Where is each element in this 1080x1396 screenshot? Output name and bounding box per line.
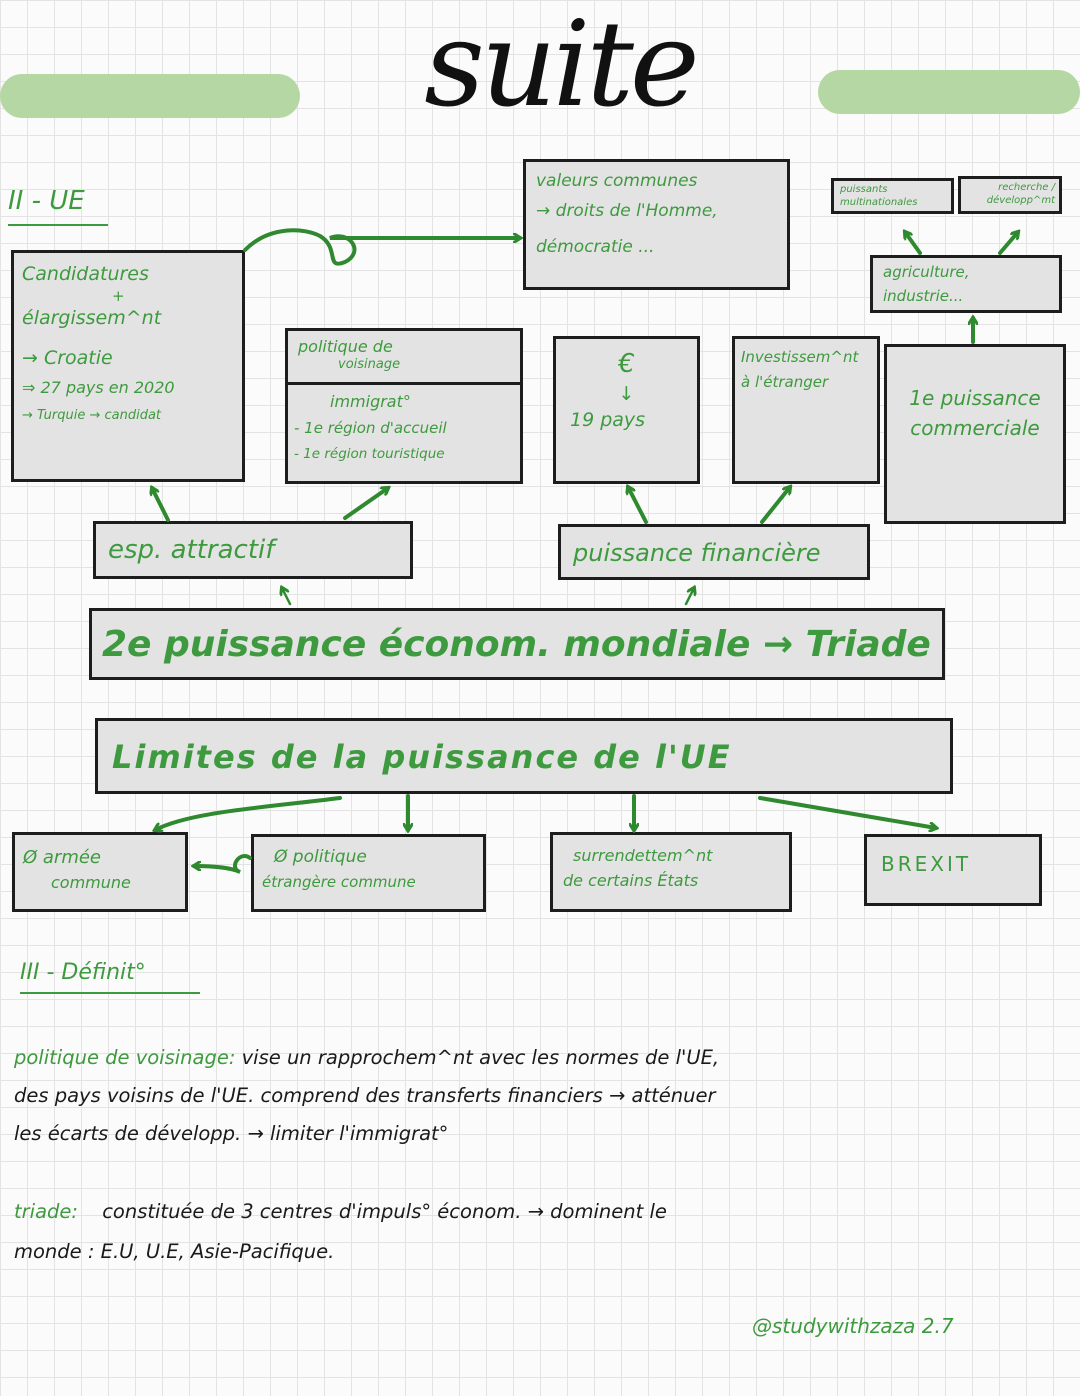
node-investissement-line: Investissem^nt — [741, 348, 859, 366]
node-puissance-commerciale-line: commerciale — [910, 416, 1040, 440]
node-politique-voisinage-line: politique de — [298, 337, 393, 356]
node-valeurs-communes: valeurs communes → droits de l'Homme, dé… — [523, 159, 790, 290]
arrow-fin-euro — [628, 487, 648, 524]
arrow-politique-armee — [194, 854, 252, 874]
node-immigration-line: - 1e région d'accueil — [294, 419, 447, 437]
arrow-esp-voisinage — [343, 488, 388, 520]
node-espace-attractif: esp. attractif — [93, 521, 413, 579]
arrow-limites-brexit — [758, 796, 936, 828]
node-armee-line: Ø armée — [23, 847, 102, 868]
node-brexit-text: BREXIT — [881, 852, 972, 876]
node-puissance-financiere: puissance financière — [558, 524, 870, 580]
euro-icon: € — [618, 349, 635, 379]
node-puissance-commerciale-line: 1e puissance — [909, 386, 1041, 410]
node-deuxieme-puissance: 2e puissance économ. mondiale → Triade — [89, 608, 945, 680]
arrow-candidatures-valeurs — [243, 228, 520, 266]
section-heading-definitions: III - Définit° — [20, 960, 146, 985]
definition-term: triade: — [14, 1200, 78, 1223]
definition-term: politique de voisinage: — [14, 1046, 236, 1069]
node-limites-text: Limites de la puissance de l'UE — [112, 738, 732, 776]
node-agriculture-line: industrie... — [883, 287, 964, 305]
arrow-limites-armee — [155, 796, 342, 830]
node-surendettement-line: surrendettem^nt — [573, 846, 713, 865]
arrow-main-fin — [684, 588, 694, 606]
arrow-main-esp — [282, 588, 292, 606]
node-valeurs-line: → droits de l'Homme, — [536, 201, 718, 221]
node-deuxieme-puissance-text: 2e puissance économ. mondiale → Triade — [102, 624, 931, 665]
node-politique-voisinage: politique de voisinage — [285, 328, 523, 384]
node-valeurs-line: valeurs communes — [536, 171, 698, 191]
node-immigration: immigrat° - 1e région d'accueil - 1e rég… — [285, 382, 523, 484]
node-candidatures-line: élargissem^nt — [22, 307, 162, 329]
node-euro-arrow: ↓ — [618, 383, 635, 405]
node-valeurs-line: démocratie ... — [536, 237, 655, 257]
node-euro-line: 19 pays — [570, 409, 646, 431]
node-surendettement: surrendettem^nt de certains États — [550, 832, 792, 912]
node-candidatures-line: → Croatie — [22, 347, 113, 369]
node-immigration-line: immigrat° — [330, 392, 411, 411]
node-puissants-text: puissants multinationales — [840, 184, 918, 208]
definition-line: des pays voisins de l'UE. comprend des t… — [14, 1084, 716, 1107]
page-title: suite — [424, 0, 700, 133]
node-armee-line: commune — [51, 873, 131, 892]
node-puissants-multinationales: puissants multinationales — [831, 178, 954, 214]
node-espace-attractif-text: esp. attractif — [108, 535, 275, 565]
definition-line: monde : E.U, U.E, Asie-Pacifique. — [14, 1240, 335, 1263]
node-candidatures-line: Candidatures — [22, 263, 149, 285]
definition-line: constituée de 3 centres d'impuls° économ… — [102, 1200, 667, 1223]
node-limites: Limites de la puissance de l'UE — [95, 718, 953, 794]
watermark: @studywithzaza 2.7 — [752, 1314, 954, 1338]
node-candidatures-line: ⇒ 27 pays en 2020 — [22, 378, 175, 397]
node-candidatures-line: → Turquie → candidat — [22, 408, 162, 423]
node-politique-etrangere: Ø politique étrangère commune — [251, 834, 486, 912]
node-surendettement-line: de certains États — [563, 871, 699, 890]
node-immigration-line: - 1e région touristique — [294, 446, 445, 462]
node-puissance-commerciale: 1e puissance commerciale — [884, 344, 1066, 524]
section-heading-ue: II - UE — [8, 186, 85, 216]
node-euro: € ↓ 19 pays — [553, 336, 700, 484]
node-investissement-line: à l'étranger — [741, 373, 829, 391]
node-candidatures-line: + — [112, 287, 125, 305]
header-highlight-left — [0, 74, 300, 118]
node-politique-etrangere-line: Ø politique — [274, 847, 367, 867]
section-heading-underline — [8, 224, 108, 226]
node-candidatures: Candidatures + élargissem^nt → Croatie ⇒… — [11, 250, 245, 482]
node-politique-etrangere-line: étrangère commune — [262, 873, 416, 891]
arrow-fin-invest — [760, 487, 790, 524]
node-brexit: BREXIT — [864, 834, 1042, 906]
node-agriculture-industrie: agriculture, industrie... — [870, 255, 1062, 313]
node-investissement: Investissem^nt à l'étranger — [732, 336, 880, 484]
definition-line: vise un rapprochem^nt avec les normes de… — [241, 1046, 720, 1069]
node-agriculture-line: agriculture, — [883, 263, 970, 281]
node-recherche-text: recherche / développ^mt — [986, 182, 1055, 206]
node-puissance-financiere-text: puissance financière — [573, 539, 821, 567]
node-politique-voisinage-line: voisinage — [338, 357, 401, 372]
arrow-agri-puissants — [905, 232, 922, 255]
node-armee-commune: Ø armée commune — [12, 832, 188, 912]
arrow-esp-candidatures — [152, 488, 170, 522]
definition-line: les écarts de développ. → limiter l'immi… — [14, 1122, 449, 1145]
arrow-agri-recherche — [998, 232, 1018, 255]
section-heading-definitions-underline — [20, 992, 200, 994]
header-highlight-right — [818, 70, 1080, 114]
node-recherche: recherche / développ^mt — [958, 176, 1062, 214]
